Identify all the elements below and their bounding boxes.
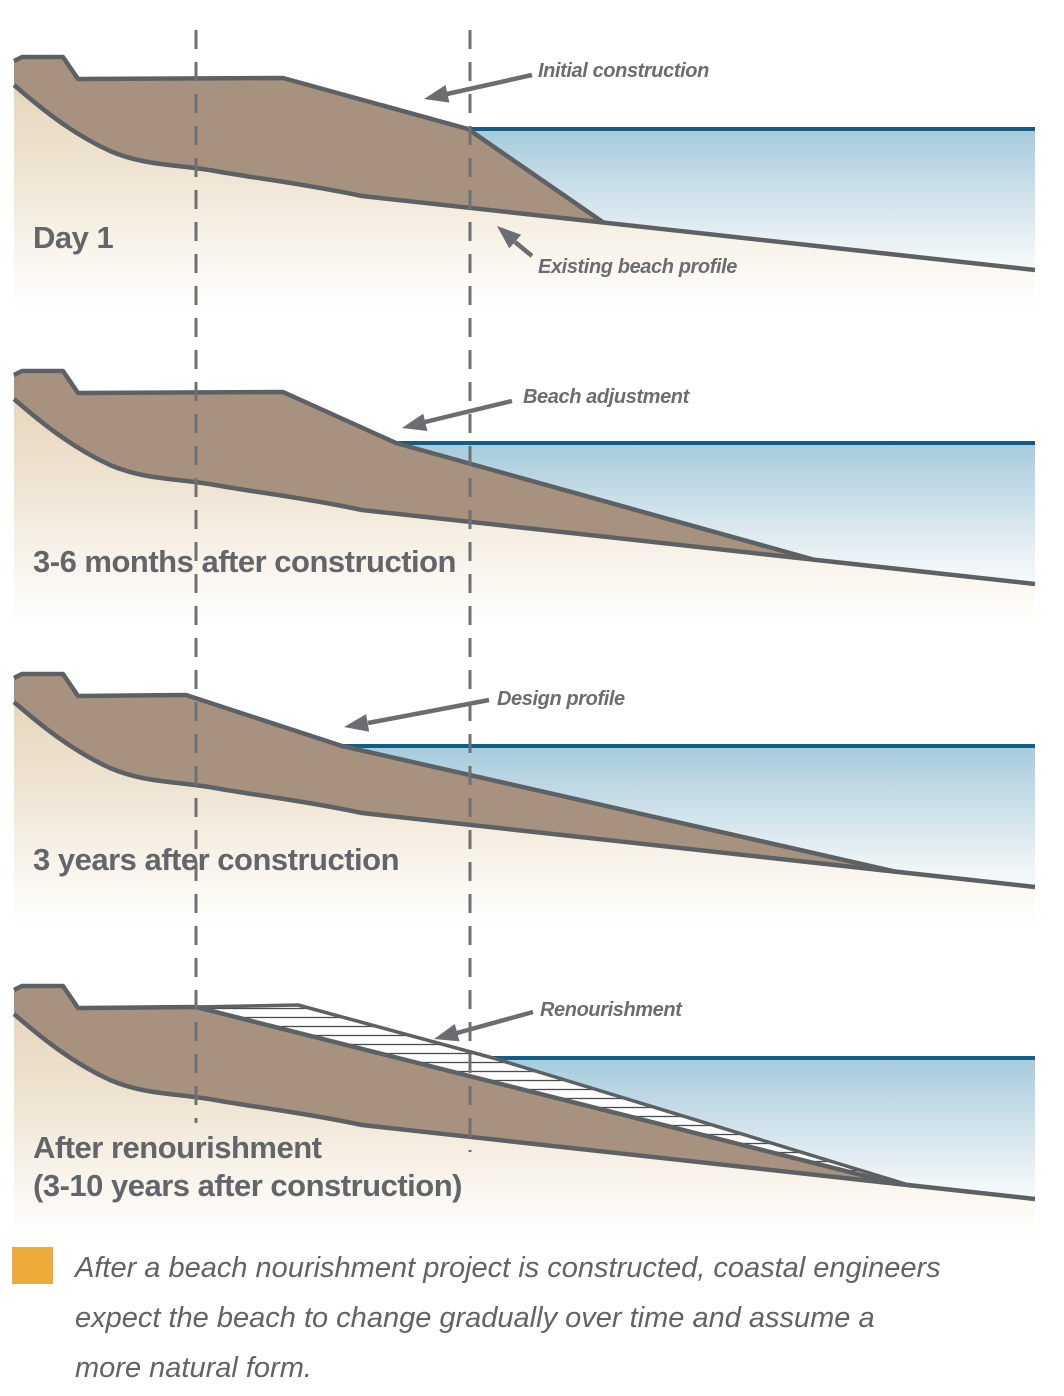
caption-marker-square <box>12 1247 53 1284</box>
arrowhead-icon <box>344 714 370 732</box>
arrowhead-icon <box>424 85 450 103</box>
native-sand-shape <box>14 85 1035 320</box>
label-existing-beach-profile: Existing beach profile <box>538 256 738 278</box>
initial-construction-profile-line <box>12 54 606 225</box>
existing-beach-profile-arrow <box>497 226 534 258</box>
caption-text: After a beach nourishment project is con… <box>75 1243 1015 1393</box>
label-design-profile: Design profile <box>497 688 625 710</box>
panel-day1-figure <box>12 54 1036 320</box>
panel-title-3-6-months: 3-6 months after construction <box>33 544 457 579</box>
native-sand-shape <box>14 702 1035 937</box>
label-initial-construction: Initial construction <box>538 60 709 82</box>
arrowhead-icon <box>434 1024 460 1042</box>
panel-3-years-figure <box>12 671 1036 937</box>
panel-renourishment-figure <box>12 983 1036 1244</box>
panel-title-3-years: 3 years after construction <box>33 842 400 877</box>
panel-title-renourishment-line2: (3-10 years after construction) <box>33 1168 462 1203</box>
eroded-profile-line <box>12 983 898 1187</box>
caption-line: After a beach nourishment project is con… <box>75 1252 941 1284</box>
existing-profile-line <box>12 1012 1036 1202</box>
native-sand-shape <box>14 1014 1035 1244</box>
existing-profile-line <box>12 397 1036 587</box>
panel-title-renourishment-line1: After renourishment <box>33 1130 322 1165</box>
arrowhead-icon <box>497 226 522 249</box>
caption-line: expect the beach to change gradually ove… <box>75 1302 875 1334</box>
label-beach-adjustment: Beach adjustment <box>523 386 689 408</box>
design-profile-line <box>12 671 898 875</box>
panel-3-6-months-figure <box>12 368 1036 634</box>
native-sand-shape <box>14 399 1035 634</box>
renourishment-arrow <box>434 1009 534 1042</box>
beach-adjustment-arrow <box>402 398 513 431</box>
panel-title-day1: Day 1 <box>33 220 114 255</box>
existing-profile-line <box>12 700 1036 890</box>
label-renourishment: Renourishment <box>540 999 682 1021</box>
initial-construction-arrow <box>424 72 533 103</box>
caption-line: more natural form. <box>75 1352 312 1384</box>
design-profile-arrow <box>344 697 490 732</box>
adjusted-profile-line <box>12 368 816 563</box>
existing-profile-line <box>12 83 1036 273</box>
arrowhead-icon <box>402 413 428 431</box>
